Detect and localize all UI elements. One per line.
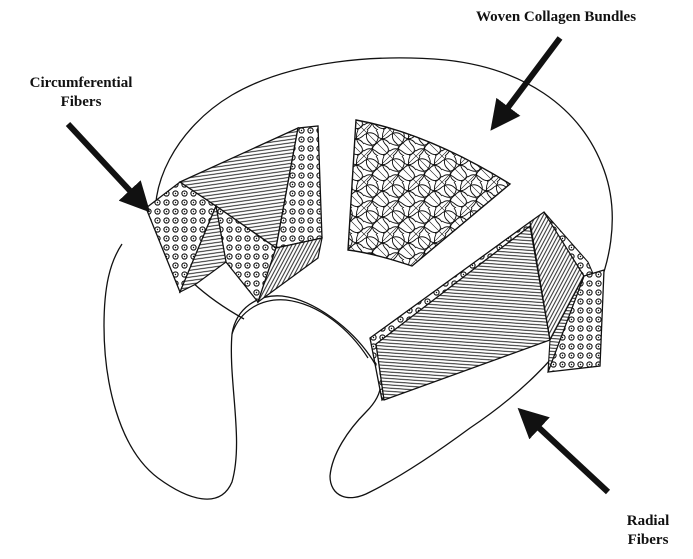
label-woven-text: Woven Collagen Bundles [476, 8, 636, 27]
arrow-radial [522, 412, 608, 492]
arrow-circumferential [68, 124, 146, 208]
arrow-woven [494, 38, 560, 126]
circumferential-fiber-wedge [146, 126, 322, 302]
label-circumferential-line2: Fibers [8, 93, 154, 112]
label-radial-fibers: Radial Fibers [608, 512, 688, 550]
label-circumferential-line1: Circumferential [8, 74, 154, 93]
label-radial-line2: Fibers [608, 531, 688, 550]
label-circumferential-fibers: Circumferential Fibers [8, 74, 154, 112]
woven-collagen-wedge [348, 120, 510, 266]
meniscus-inner-rim [232, 300, 368, 358]
label-woven-collagen-bundles: Woven Collagen Bundles [476, 8, 636, 27]
label-radial-line1: Radial [608, 512, 688, 531]
